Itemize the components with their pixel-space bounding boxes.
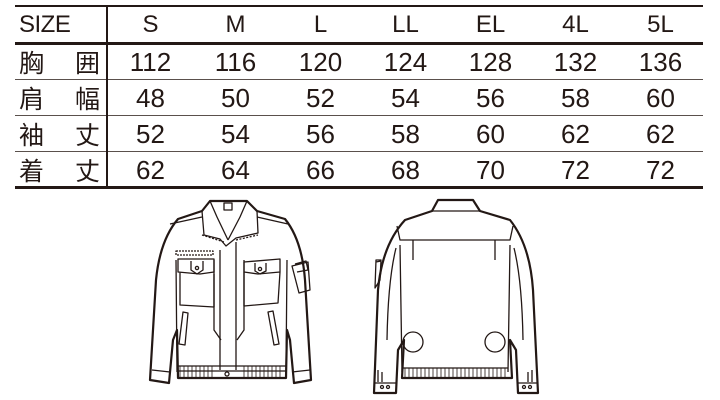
jacket-back-icon — [372, 198, 540, 395]
size-header-cell: EL — [475, 11, 506, 38]
table-cell: 66 — [306, 154, 335, 185]
table-header-rule — [15, 42, 703, 45]
size-header-cell: L — [313, 11, 328, 38]
table-cell: 58 — [561, 82, 590, 113]
table-cell: 60 — [476, 118, 505, 149]
table-cell: 54 — [221, 118, 250, 149]
table-row-chest: 胸 囲 112 116 120 124 128 132 136 — [15, 44, 703, 80]
table-bottom-rule — [15, 186, 703, 189]
jacket-front-icon — [148, 199, 313, 385]
table-cell: 54 — [391, 82, 420, 113]
table-cell: 120 — [298, 46, 343, 77]
table-cell: 72 — [646, 154, 675, 185]
row-label-char: 幅 — [74, 85, 100, 114]
table-cell: 50 — [221, 82, 250, 113]
table-label-separator — [106, 5, 108, 189]
row-label-char: 囲 — [74, 49, 100, 78]
size-header-cell: 4L — [562, 11, 589, 38]
table-header-row: SIZE S M L LL EL 4L 5L — [15, 7, 703, 43]
table-cell: 116 — [214, 46, 257, 77]
table-cell: 52 — [136, 118, 165, 149]
table-row-rule — [15, 151, 703, 152]
table-row-rule — [15, 115, 703, 116]
table-cell: 124 — [383, 46, 428, 77]
table-row-length: 着 丈 62 64 66 68 70 72 72 — [15, 152, 703, 188]
row-label-char: 丈 — [74, 121, 100, 150]
table-cell: 56 — [306, 118, 335, 149]
table-cell: 60 — [646, 82, 675, 113]
table-cell: 48 — [136, 82, 165, 113]
table-row-sleeve: 袖 丈 52 54 56 58 60 62 62 — [15, 116, 703, 152]
table-cell: 112 — [129, 46, 172, 77]
table-cell: 56 — [476, 82, 505, 113]
row-label-char: 丈 — [74, 157, 100, 186]
row-label-length: 着 丈 — [15, 152, 106, 188]
row-label-shoulder: 肩 幅 — [15, 80, 106, 116]
table-cell: 62 — [136, 154, 165, 185]
table-top-rule — [15, 5, 703, 7]
table-cell: 68 — [391, 154, 420, 185]
table-row-rule — [15, 79, 703, 80]
size-header-cell: S — [142, 11, 159, 38]
row-label-char: 胸 — [19, 49, 45, 78]
row-label-char: 着 — [19, 157, 45, 186]
table-cell: 62 — [646, 118, 675, 149]
table-cell: 136 — [638, 46, 683, 77]
row-label-sleeve: 袖 丈 — [15, 116, 106, 152]
size-header-cell: 5L — [647, 11, 674, 38]
row-label-char: 肩 — [19, 85, 45, 114]
row-label-chest: 胸 囲 — [15, 44, 106, 80]
size-header-label: SIZE — [19, 11, 71, 38]
table-cell: 58 — [391, 118, 420, 149]
table-cell: 62 — [561, 118, 590, 149]
table-cell: 52 — [306, 82, 335, 113]
size-header-cell: LL — [392, 11, 419, 38]
table-row-shoulder: 肩 幅 48 50 52 54 56 58 60 — [15, 80, 703, 116]
jacket-illustrations — [140, 190, 560, 400]
table-cell: 128 — [468, 46, 513, 77]
table-cell: 132 — [553, 46, 598, 77]
size-header-cell: M — [225, 11, 246, 38]
row-label-char: 袖 — [19, 121, 45, 150]
table-cell: 70 — [476, 154, 505, 185]
table-cell: 72 — [561, 154, 590, 185]
table-cell: 64 — [221, 154, 250, 185]
